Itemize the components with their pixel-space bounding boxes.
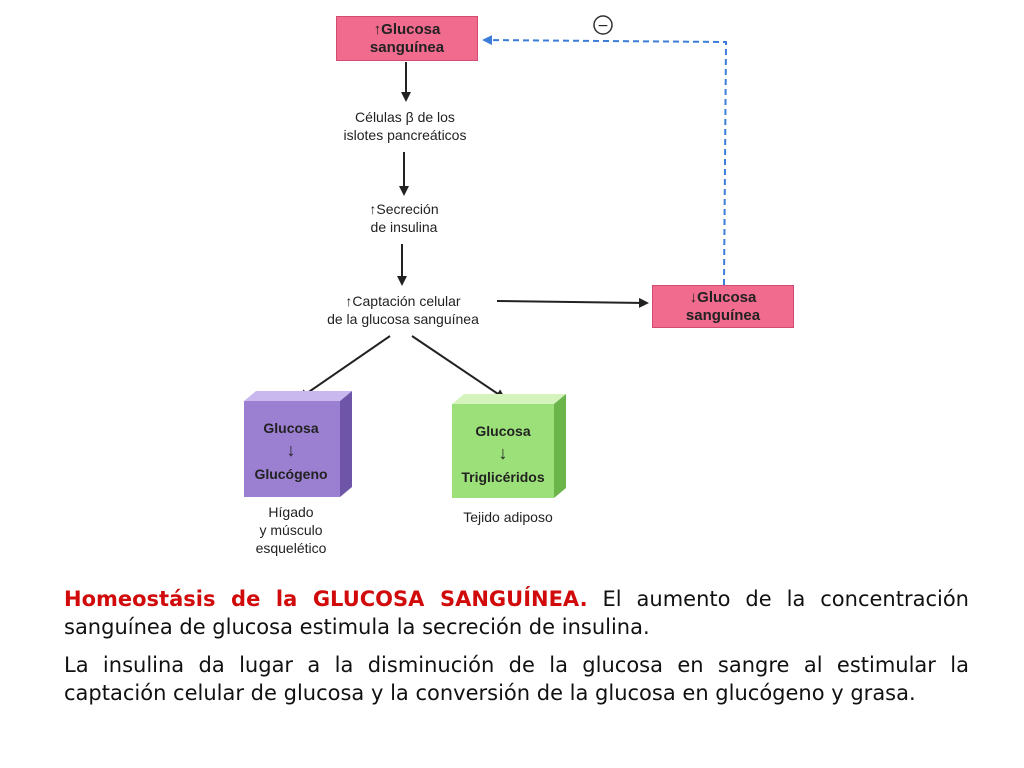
fat-cube-bottom-text: Triglicéridos <box>461 469 544 485</box>
caption-paragraph-2: La insulina da lugar a la disminución de… <box>64 653 969 705</box>
minus-sign: − <box>597 18 609 34</box>
liver-cube-side <box>340 391 352 497</box>
caption-title: Homeostásis de la GLUCOSA SANGUÍNEA. <box>64 587 588 611</box>
inhibition-circle-icon <box>593 15 613 35</box>
liver-cube-top <box>244 391 352 401</box>
arrow-uptake-to-low-glucose <box>496 297 649 308</box>
glucose-homeostasis-diagram: − Glucosa ↓ Glucógeno Glucosa ↓ Triglicé… <box>236 15 794 557</box>
high-glucose-box: ↑Glucosa sanguínea <box>336 16 478 61</box>
liver-muscle-label: Hígado y músculo esquelético <box>236 503 346 557</box>
beta-cells-step: Células β de los islotes pancreáticos <box>325 108 485 144</box>
cellular-uptake-line2: de la glucosa sanguínea <box>327 311 479 327</box>
liver-cube-bottom-text: Glucógeno <box>254 466 327 482</box>
liver-cube-arrow: ↓ <box>287 440 296 460</box>
feedback-dashed-line <box>482 35 728 286</box>
liver-cube: Glucosa ↓ Glucógeno <box>244 391 352 497</box>
arrow-uptake-to-fat <box>411 335 506 400</box>
high-glucose-line2: sanguínea <box>369 38 445 56</box>
fat-cube-top <box>452 394 566 404</box>
liver-label-line1: Hígado <box>268 504 314 520</box>
insulin-secretion-line1: ↑Secreción <box>369 201 439 217</box>
fat-cube-side <box>554 394 566 498</box>
cellular-uptake-line1: ↑Captación celular <box>345 293 461 309</box>
adipose-tissue-label: Tejido adiposo <box>446 508 570 526</box>
liver-label-line3: esquelético <box>255 540 327 556</box>
beta-cells-line2: islotes pancreáticos <box>343 127 467 143</box>
caption: Homeostásis de la GLUCOSA SANGUÍNEA. El … <box>64 585 969 717</box>
diagram-arrows: − Glucosa ↓ Glucógeno Glucosa ↓ Triglicé… <box>244 15 728 498</box>
liver-label-line2: y músculo <box>259 522 323 538</box>
fat-cube-top-text: Glucosa <box>475 423 530 439</box>
insulin-secretion-line2: de insulina <box>370 219 438 235</box>
cellular-uptake-step: ↑Captación celular de la glucosa sanguín… <box>308 292 498 328</box>
fat-cube: Glucosa ↓ Triglicéridos <box>452 394 566 498</box>
high-glucose-line1: ↑Glucosa <box>373 20 441 38</box>
arrow-uptake-to-liver <box>298 335 391 400</box>
fat-cube-front <box>452 404 554 498</box>
low-glucose-line2: sanguínea <box>685 306 761 324</box>
caption-paragraph-1: Homeostásis de la GLUCOSA SANGUÍNEA. El … <box>64 585 969 641</box>
fat-label-line1: Tejido adiposo <box>463 509 553 525</box>
fat-cube-arrow: ↓ <box>499 443 508 463</box>
beta-cells-line1: Células β de los <box>355 109 455 125</box>
insulin-secretion-step: ↑Secreción de insulina <box>344 200 464 236</box>
caption-p1-text: El aumento de la concentración sanguínea… <box>64 587 969 639</box>
low-glucose-line1: ↓Glucosa <box>689 288 757 306</box>
liver-cube-top-text: Glucosa <box>263 420 318 436</box>
low-glucose-box: ↓Glucosa sanguínea <box>652 285 794 328</box>
liver-cube-front <box>244 401 340 497</box>
